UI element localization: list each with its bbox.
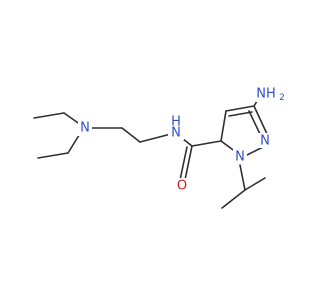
atom-ring-n2-label: N — [260, 134, 270, 149]
atom-ring-n2: N — [258, 133, 272, 149]
atom-amine-n-label: N — [80, 121, 90, 136]
atom-amine-n: N — [78, 121, 92, 136]
atom-ring-n1: N — [233, 149, 247, 165]
atom-labels: NH 2 H N N N N O — [78, 86, 288, 194]
atom-nh2: NH 2 — [256, 86, 288, 103]
bond-c5-c4 — [220, 110, 227, 142]
bonds — [33, 97, 268, 209]
molecule-structure: NH 2 H N N N N O — [33, 86, 288, 209]
bond-n1-ch — [239, 164, 246, 191]
bond-c4-c3-1 — [225, 105, 255, 112]
bond-carbonyl-o-1 — [184, 145, 193, 181]
bond-c4-c3-2 — [228, 111, 253, 117]
atom-carbonyl-o-label: O — [177, 179, 187, 194]
bond-ch2-amide — [139, 133, 172, 143]
bond-ethyl2-ch3 — [37, 152, 69, 159]
bond-c3-n2-1 — [253, 105, 268, 135]
atom-amide-h-label: H — [171, 115, 181, 130]
bond-ch2-ch2 — [121, 127, 141, 143]
atom-nh2-subscript: 2 — [279, 93, 285, 103]
bond-c3-n2-2 — [248, 110, 261, 135]
bond-carbonyl-o-2 — [179, 146, 188, 181]
atom-carbonyl-o: O — [175, 178, 190, 194]
bond-ch-ch3-b — [244, 177, 266, 191]
atom-ring-n1-label: N — [235, 150, 245, 165]
atom-nh2-label: NH — [256, 87, 276, 102]
atom-amide-n: H N — [168, 115, 184, 141]
atom-amide-n-label: N — [171, 126, 181, 141]
bond-carbonyl-c5 — [191, 140, 222, 147]
bond-ch-ch3-a — [221, 189, 246, 209]
bond-ethyl1-ch3 — [33, 112, 65, 119]
